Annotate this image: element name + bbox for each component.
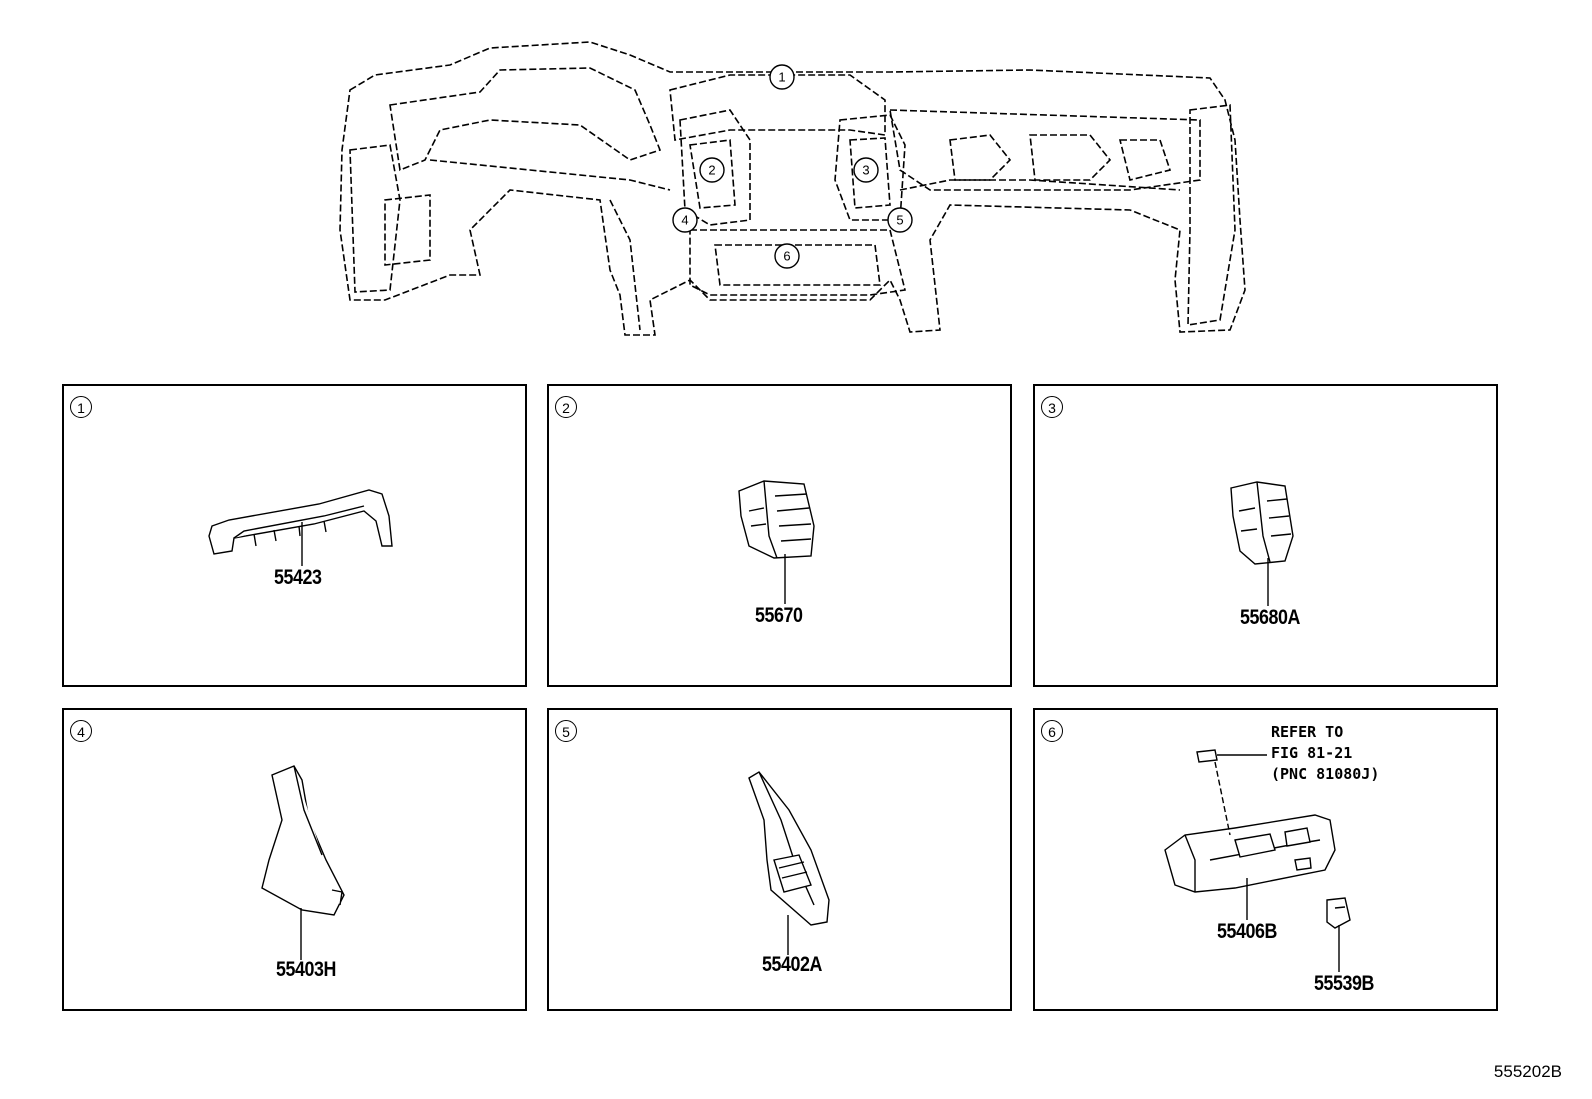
part-number-55680a: 55680A xyxy=(1240,606,1300,629)
overview-callout-6: 6 xyxy=(783,249,790,264)
detail-panel-6: 6 REFER TO FIG 81-21 (PNC 81080J) 55406B… xyxy=(1033,708,1498,1011)
detail-panel-3: 3 55680A xyxy=(1033,384,1498,687)
vent-55670-drawing xyxy=(738,480,815,604)
panel-number-4: 4 xyxy=(70,720,92,742)
part-number-55670: 55670 xyxy=(755,604,803,627)
part-number-55539b: 55539B xyxy=(1314,972,1374,995)
panel-number-5: 5 xyxy=(555,720,577,742)
overview-callout-1: 1 xyxy=(778,70,785,85)
panel-55402a-drawing xyxy=(748,771,830,955)
overview-callout-3: 3 xyxy=(862,163,869,178)
detail-panel-2: 2 55670 xyxy=(547,384,1012,687)
refer-note: REFER TO FIG 81-21 (PNC 81080J) xyxy=(1271,722,1379,785)
overview-callout-2: 2 xyxy=(708,163,715,178)
refer-note-line-2: FIG 81-21 xyxy=(1271,744,1353,762)
detail-panel-4: 4 55403H xyxy=(62,708,527,1011)
figure-id: 555202B xyxy=(1493,1062,1562,1081)
overview-callout-4: 4 xyxy=(681,213,688,228)
console-55406b-drawing xyxy=(1164,749,1351,972)
detail-panel-1: 1 55423 xyxy=(62,384,527,687)
panel-55403h-drawing xyxy=(261,765,345,960)
part-number-55423: 55423 xyxy=(274,566,322,589)
panel-number-3: 3 xyxy=(1041,396,1063,418)
refer-note-line-1: REFER TO xyxy=(1271,723,1344,741)
panel-number-6: 6 xyxy=(1041,720,1063,742)
part-number-55402a: 55402A xyxy=(762,953,822,976)
dashboard-overview-illustration: 1 2 3 4 5 6 xyxy=(339,41,1246,336)
panel-number-2: 2 xyxy=(555,396,577,418)
vent-55680a-drawing xyxy=(1230,481,1294,606)
part-number-55406b: 55406B xyxy=(1217,920,1277,943)
detail-panel-5: 5 55402A xyxy=(547,708,1012,1011)
part-number-55403h: 55403H xyxy=(276,958,336,981)
overview-callout-5: 5 xyxy=(896,213,903,228)
garnish-55423-drawing xyxy=(208,489,393,566)
panel-number-1: 1 xyxy=(70,396,92,418)
refer-note-line-3: (PNC 81080J) xyxy=(1271,765,1380,783)
